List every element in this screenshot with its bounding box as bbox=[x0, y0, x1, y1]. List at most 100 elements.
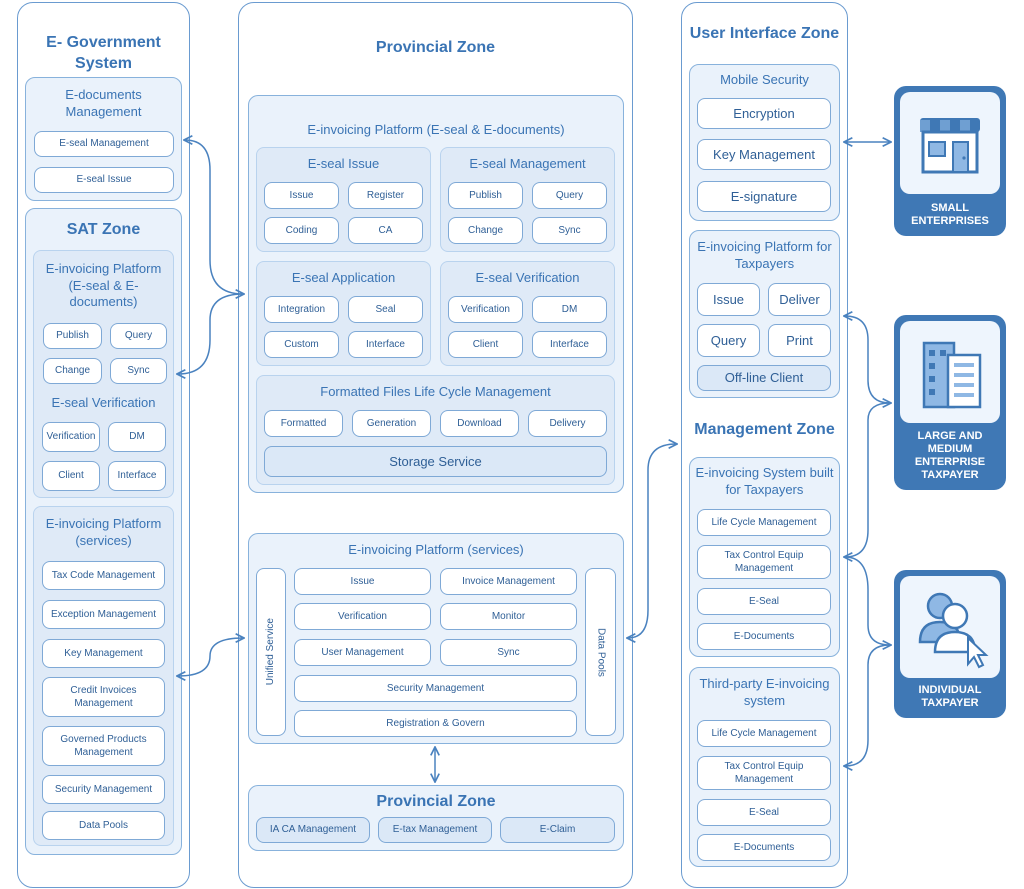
sat-exception-management[interactable]: Exception Management bbox=[42, 600, 165, 629]
sat-services-title: E-invoicing Platform (services) bbox=[45, 516, 162, 548]
taxpayer-deliver[interactable]: Deliver bbox=[768, 283, 831, 316]
sat-client[interactable]: Client bbox=[42, 461, 100, 491]
center-services-user-management[interactable]: User Management bbox=[294, 639, 431, 666]
thirdparty-life-cycle-management[interactable]: Life Cycle Management bbox=[697, 720, 831, 747]
thirdparty-eseal[interactable]: E-Seal bbox=[697, 799, 831, 826]
center-bottom-title: Provincial Zone bbox=[376, 792, 496, 810]
connector-thirdparty-to-individual bbox=[845, 644, 891, 766]
individual-taxpayer-icon-box bbox=[900, 576, 1000, 678]
center-ia-ca-management[interactable]: IA CA Management bbox=[256, 817, 370, 843]
center-services-title: E-invoicing Platform (services) bbox=[348, 541, 524, 557]
center-verification-verification[interactable]: Verification bbox=[448, 296, 523, 323]
sat-publish[interactable]: Publish bbox=[43, 323, 102, 349]
center-platform-title: E-invoicing Platform (E-seal & E-documen… bbox=[307, 121, 565, 137]
center-services-issue[interactable]: Issue bbox=[294, 568, 431, 595]
taxpayer-system-title: E-invoicing System built for Taxpayers bbox=[695, 465, 834, 497]
center-storage-service[interactable]: Storage Service bbox=[264, 446, 607, 477]
system-eseal[interactable]: E-Seal bbox=[697, 588, 831, 615]
individual-taxpayer-label: INDIVIDUAL TAXPAYER bbox=[918, 683, 982, 709]
center-eclaim[interactable]: E-Claim bbox=[500, 817, 615, 843]
storefront-icon bbox=[920, 118, 980, 174]
center-application-custom[interactable]: Custom bbox=[264, 331, 339, 358]
mobile-esignature[interactable]: E-signature bbox=[697, 181, 831, 212]
center-verification-client[interactable]: Client bbox=[448, 331, 523, 358]
center-application-interface[interactable]: Interface bbox=[348, 331, 423, 358]
center-etax-management[interactable]: E-tax Management bbox=[378, 817, 492, 843]
sat-security-management[interactable]: Security Management bbox=[42, 775, 165, 804]
center-services-security-management[interactable]: Security Management bbox=[294, 675, 577, 702]
edoc-title: E-documents Management bbox=[65, 87, 142, 119]
connector-system-to-individual bbox=[845, 557, 890, 645]
taxpayer-print[interactable]: Print bbox=[768, 324, 831, 357]
large-enterprise-label: LARGE AND MEDIUM ENTERPRISE TAXPAYER bbox=[914, 429, 986, 482]
center-application-title: E-seal Application bbox=[291, 269, 396, 285]
center-issue-title: E-seal Issue bbox=[307, 155, 380, 171]
center-verification-dm[interactable]: DM bbox=[532, 296, 607, 323]
mobile-security-title: Mobile Security bbox=[720, 71, 809, 87]
system-life-cycle-management[interactable]: Life Cycle Management bbox=[697, 509, 831, 536]
center-services-monitor[interactable]: Monitor bbox=[440, 603, 577, 630]
mobile-key-management[interactable]: Key Management bbox=[697, 139, 831, 170]
center-issue-issue[interactable]: Issue bbox=[264, 182, 339, 209]
sat-change[interactable]: Change bbox=[43, 358, 102, 384]
management-zone-title: Management Zone bbox=[694, 420, 835, 438]
thirdparty-tax-control-equip[interactable]: Tax Control Equip Management bbox=[697, 756, 831, 790]
mobile-encryption[interactable]: Encryption bbox=[697, 98, 831, 129]
sat-key-management[interactable]: Key Management bbox=[42, 639, 165, 668]
sat-query[interactable]: Query bbox=[110, 323, 167, 349]
center-lifecycle-download[interactable]: Download bbox=[440, 410, 519, 437]
sat-verification[interactable]: Verification bbox=[42, 422, 100, 452]
provincial-zone-title: Provincial Zone bbox=[375, 38, 496, 56]
sat-zone-title: SAT Zone bbox=[66, 220, 141, 238]
center-issue-coding[interactable]: Coding bbox=[264, 217, 339, 244]
center-application-integration[interactable]: Integration bbox=[264, 296, 339, 323]
sat-sync[interactable]: Sync bbox=[110, 358, 167, 384]
edoc-item-seal-issue[interactable]: E-seal Issue bbox=[34, 167, 174, 193]
taxpayer-issue[interactable]: Issue bbox=[697, 283, 760, 316]
sat-governed-products-management[interactable]: Governed Products Management bbox=[42, 726, 165, 766]
center-management-title: E-seal Management bbox=[469, 155, 586, 171]
center-verification-title: E-seal Verification bbox=[475, 269, 580, 285]
center-data-pools[interactable]: Data Pools bbox=[585, 568, 616, 736]
center-management-change[interactable]: Change bbox=[448, 217, 523, 244]
office-buildings-icon bbox=[922, 341, 982, 409]
center-lifecycle-generation[interactable]: Generation bbox=[352, 410, 431, 437]
edoc-item-seal-management[interactable]: E-seal Management bbox=[34, 131, 174, 157]
center-unified-service[interactable]: Unified Service bbox=[256, 568, 286, 736]
connector-sat-to-provincial bbox=[178, 293, 244, 374]
sat-dm[interactable]: DM bbox=[108, 422, 166, 452]
sat-platform-title: E-invoicing Platform (E-seal & E-documen… bbox=[45, 260, 162, 310]
taxpayer-query[interactable]: Query bbox=[697, 324, 760, 357]
center-services-verification[interactable]: Verification bbox=[294, 603, 431, 630]
center-management-sync[interactable]: Sync bbox=[532, 217, 607, 244]
system-tax-control-equip[interactable]: Tax Control Equip Management bbox=[697, 545, 831, 579]
connector-edoc-to-provincial bbox=[185, 140, 243, 294]
center-services-sync[interactable]: Sync bbox=[440, 639, 577, 666]
center-management-query[interactable]: Query bbox=[532, 182, 607, 209]
taxpayer-platform-title: E-invoicing Platform for Taxpayers bbox=[697, 239, 832, 271]
center-services-registration-govern[interactable]: Registration & Govern bbox=[294, 710, 577, 737]
connector-datapools-to-management bbox=[628, 444, 676, 638]
sat-verification-title: E-seal Verification bbox=[51, 394, 156, 410]
taxpayer-offline-client[interactable]: Off-line Client bbox=[697, 365, 831, 391]
thirdparty-title: Third-party E-invoicing system bbox=[699, 676, 830, 708]
center-issue-register[interactable]: Register bbox=[348, 182, 423, 209]
center-application-seal[interactable]: Seal bbox=[348, 296, 423, 323]
thirdparty-edocuments[interactable]: E-Documents bbox=[697, 834, 831, 861]
center-lifecycle-delivery[interactable]: Delivery bbox=[528, 410, 607, 437]
sat-data-pools[interactable]: Data Pools bbox=[42, 811, 165, 840]
center-lifecycle-formatted[interactable]: Formatted bbox=[264, 410, 343, 437]
sat-tax-code-management[interactable]: Tax Code Management bbox=[42, 561, 165, 590]
small-enterprises-icon-box bbox=[900, 92, 1000, 194]
center-issue-ca[interactable]: CA bbox=[348, 217, 423, 244]
center-services-invoice-management[interactable]: Invoice Management bbox=[440, 568, 577, 595]
center-management-publish[interactable]: Publish bbox=[448, 182, 523, 209]
sat-interface[interactable]: Interface bbox=[108, 461, 166, 491]
sat-credit-invoices-management[interactable]: Credit Invoices Management bbox=[42, 677, 165, 717]
small-enterprises-label: SMALL ENTERPRISES bbox=[911, 201, 989, 227]
system-edocuments[interactable]: E-Documents bbox=[697, 623, 831, 650]
ui-zone-title: User Interface Zone bbox=[689, 24, 840, 42]
users-cursor-icon bbox=[918, 592, 989, 669]
center-verification-interface[interactable]: Interface bbox=[532, 331, 607, 358]
